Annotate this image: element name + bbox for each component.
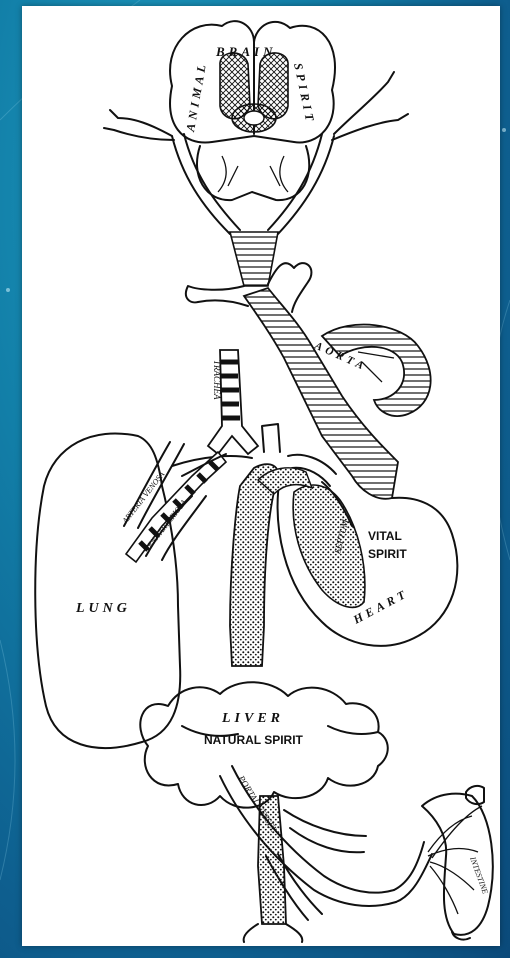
label-spirit-heart: SPIRIT [368,547,407,561]
label-brain: BRAIN [215,44,276,59]
galenic-physiology-diagram: BRAIN ANIMAL SPIRIT AORTA TRACHEA LUNG A… [22,6,500,946]
label-intestine: INTESTINE [468,855,490,895]
label-lung: LUNG [75,601,131,616]
label-animal: ANIMAL [183,60,209,134]
lung [35,433,252,748]
label-natural-spirit: NATURAL SPIRIT [204,733,304,747]
label-trachea: TRACHEA [212,360,222,400]
label-vital: VITAL [368,529,402,543]
label-spirit-brain: SPIRIT [291,62,318,126]
label-liver: LIVER [221,711,284,726]
intestine [422,786,493,940]
